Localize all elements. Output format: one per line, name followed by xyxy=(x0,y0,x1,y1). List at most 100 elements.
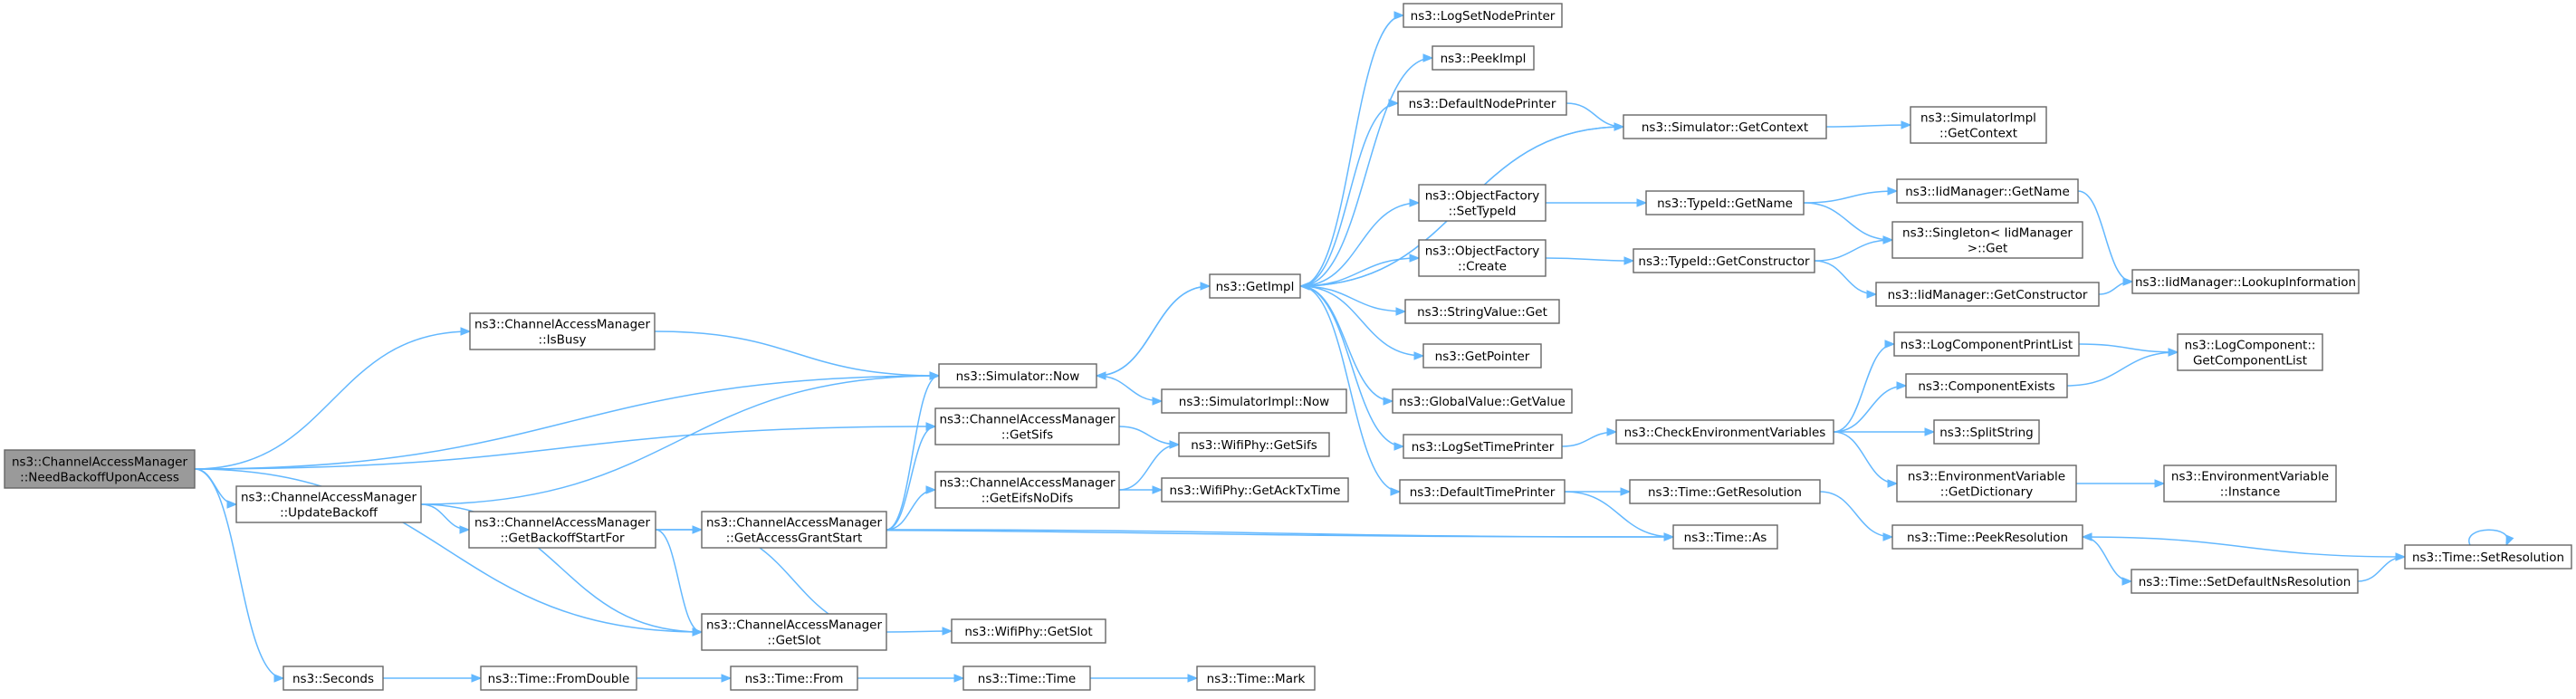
node-label: ns3::WifiPhy::GetSlot xyxy=(964,625,1092,639)
node-label: ns3::TypeId::GetConstructor xyxy=(1638,254,1810,269)
node-label: ns3::DefaultTimePrinter xyxy=(1410,485,1556,500)
node-label: ::GetDictionary xyxy=(1940,485,2033,500)
node-settypeid[interactable]: ns3::ObjectFactory::SetTypeId xyxy=(1418,184,1547,222)
node-iidlookup[interactable]: ns3::IidManager::LookupInformation xyxy=(2131,269,2360,294)
node-peekres[interactable]: ns3::Time::PeekResolution xyxy=(1891,524,2083,550)
edge-peekres-to-setdefres xyxy=(2082,536,2133,586)
node-label: ns3::StringValue::Get xyxy=(1417,305,1547,320)
node-box xyxy=(469,312,656,350)
node-label: ns3::ObjectFactory xyxy=(1425,189,1540,204)
node-simimplctx[interactable]: ns3::SimulatorImpl::GetContext xyxy=(1910,106,2047,144)
node-envdict[interactable]: ns3::EnvironmentVariable::GetDictionary xyxy=(1896,464,2077,503)
edge-line xyxy=(1833,431,1898,484)
node-globalget[interactable]: ns3::GlobalValue::GetValue xyxy=(1392,388,1573,414)
node-box xyxy=(2404,544,2572,570)
node-label: ::UpdateBackoff xyxy=(280,506,378,521)
node-setdefres[interactable]: ns3::Time::SetDefaultNsResolution xyxy=(2131,569,2359,594)
edge-line xyxy=(194,468,237,505)
edge-arrowhead xyxy=(1393,442,1405,451)
node-envinst[interactable]: ns3::EnvironmentVariable::Instance xyxy=(2163,464,2337,503)
edge-arrowhead xyxy=(1887,187,1899,196)
node-getsifs[interactable]: ns3::ChannelAccessManager::GetSifs xyxy=(934,407,1120,445)
node-from[interactable]: ns3::Time::From xyxy=(730,665,858,691)
node-logsettime[interactable]: ns3::LogSetTimePrinter xyxy=(1403,434,1563,459)
node-defnodeprinter[interactable]: ns3::DefaultNodePrinter xyxy=(1397,91,1567,116)
edge-fromdouble-to-from xyxy=(636,674,733,683)
node-singleton[interactable]: ns3::Singleton< IidManager >::Get xyxy=(1891,221,2083,259)
node-splitstring[interactable]: ns3::SplitString xyxy=(1933,419,2040,445)
node-label: ns3::SimulatorImpl xyxy=(1920,111,2036,126)
node-complist[interactable]: ns3::LogComponent::GetComponentList xyxy=(2177,333,2323,371)
node-isbusy[interactable]: ns3::ChannelAccessManager::IsBusy xyxy=(469,312,656,350)
node-typeidname[interactable]: ns3::TypeId::GetName xyxy=(1645,190,1805,215)
node-timeas[interactable]: ns3::Time::As xyxy=(1672,524,1778,550)
node-iidname[interactable]: ns3::IidManager::GetName xyxy=(1896,178,2079,204)
edge-arrowhead xyxy=(1422,53,1434,62)
node-label: ns3::IidManager::GetConstructor xyxy=(1888,288,2088,302)
node-label: ns3::ChannelAccessManager xyxy=(241,491,417,505)
node-getaccessgrant[interactable]: ns3::ChannelAccessManager::GetAccessGran… xyxy=(701,511,887,549)
node-label: ns3::LogSetTimePrinter xyxy=(1412,440,1555,455)
node-root[interactable]: ns3::ChannelAccessManager::NeedBackoffUp… xyxy=(4,449,196,489)
node-getslot[interactable]: ns3::ChannelAccessManager::GetSlot xyxy=(701,613,887,651)
node-logsetnode[interactable]: ns3::LogSetNodePrinter xyxy=(1403,3,1563,28)
node-box xyxy=(4,449,196,489)
node-box xyxy=(1910,106,2047,144)
node-iidctor[interactable]: ns3::IidManager::GetConstructor xyxy=(1875,282,2100,307)
node-simgetctx[interactable]: ns3::Simulator::GetContext xyxy=(1623,114,1827,139)
node-wifigetsifs[interactable]: ns3::WifiPhy::GetSifs xyxy=(1178,432,1330,457)
edge-arrowhead xyxy=(1383,397,1394,406)
node-setres[interactable]: ns3::Time::SetResolution xyxy=(2404,544,2572,570)
edge-ofcreate-to-typeidctor xyxy=(1545,256,1635,265)
node-typeidctor[interactable]: ns3::TypeId::GetConstructor xyxy=(1633,248,1815,273)
edge-arrowhead xyxy=(721,674,733,683)
node-wifigetslot[interactable]: ns3::WifiPhy::GetSlot xyxy=(951,618,1106,644)
node-getimpl[interactable]: ns3::GetImpl xyxy=(1209,273,1301,299)
node-getresolution[interactable]: ns3::Time::GetResolution xyxy=(1629,479,1821,504)
node-label: ns3::ChannelAccessManager xyxy=(939,413,1116,427)
node-updatebackoff[interactable]: ns3::ChannelAccessManager::UpdateBackoff xyxy=(235,485,422,523)
edge-line xyxy=(886,630,953,633)
node-ofcreate[interactable]: ns3::ObjectFactory::Create xyxy=(1418,239,1547,277)
node-label: ns3::SimulatorImpl::Now xyxy=(1179,395,1329,409)
node-label: ::Create xyxy=(1458,260,1507,274)
edge-line xyxy=(194,330,471,470)
edge-line xyxy=(2468,529,2508,546)
node-box xyxy=(701,511,887,549)
node-stringget[interactable]: ns3::StringValue::Get xyxy=(1404,299,1560,324)
edge-line xyxy=(2077,190,2133,282)
node-box xyxy=(468,511,656,549)
edge-arrowhead xyxy=(1152,397,1164,406)
edge-getimpl-to-settypeid xyxy=(1299,198,1421,287)
node-mark[interactable]: ns3::Time::Mark xyxy=(1196,665,1316,691)
edge-line xyxy=(1096,375,1163,402)
node-compexists[interactable]: ns3::ComponentExists xyxy=(1905,373,2068,398)
edge-line xyxy=(420,375,940,505)
node-label: ns3::Simulator::Now xyxy=(956,369,1080,384)
edge-geteifs-to-wifigetsifs xyxy=(1118,440,1181,491)
node-geteifs[interactable]: ns3::ChannelAccessManager::GetEifsNoDifs xyxy=(934,471,1120,509)
node-getbackoffstart[interactable]: ns3::ChannelAccessManager::GetBackoffSta… xyxy=(468,511,656,549)
edge-root-to-isbusy xyxy=(194,327,472,470)
node-label: ::GetAccessGrantStart xyxy=(726,531,862,546)
node-getpointer[interactable]: ns3::GetPointer xyxy=(1422,343,1542,369)
node-box xyxy=(1392,388,1573,414)
node-label: ns3::ComponentExists xyxy=(1918,379,2054,394)
node-deftimeprinter[interactable]: ns3::DefaultTimePrinter xyxy=(1399,479,1566,504)
node-simimplnow[interactable]: ns3::SimulatorImpl::Now xyxy=(1161,388,1347,414)
node-logcompprint[interactable]: ns3::LogComponentPrintList xyxy=(1893,331,2080,357)
edge-arrowhead xyxy=(1884,340,1896,349)
node-box xyxy=(1875,282,2100,307)
node-fromdouble[interactable]: ns3::Time::FromDouble xyxy=(480,665,637,691)
edge-simgetctx-to-simimplctx xyxy=(1825,120,1912,129)
node-label: ns3::LogComponent:: xyxy=(2185,339,2316,353)
node-checkenv[interactable]: ns3::CheckEnvironmentVariables xyxy=(1615,419,1834,445)
node-label: ::GetBackoffStartFor xyxy=(500,531,625,546)
node-box xyxy=(1896,464,2077,503)
edge-root-to-getsifs xyxy=(194,422,937,470)
node-now[interactable]: ns3::Simulator::Now xyxy=(938,363,1097,388)
node-wifigetack[interactable]: ns3::WifiPhy::GetAckTxTime xyxy=(1161,477,1349,503)
node-seconds[interactable]: ns3::Seconds xyxy=(282,665,384,691)
node-timetime[interactable]: ns3::Time::Time xyxy=(962,665,1091,691)
node-peekimpl[interactable]: ns3::PeekImpl xyxy=(1432,45,1535,71)
